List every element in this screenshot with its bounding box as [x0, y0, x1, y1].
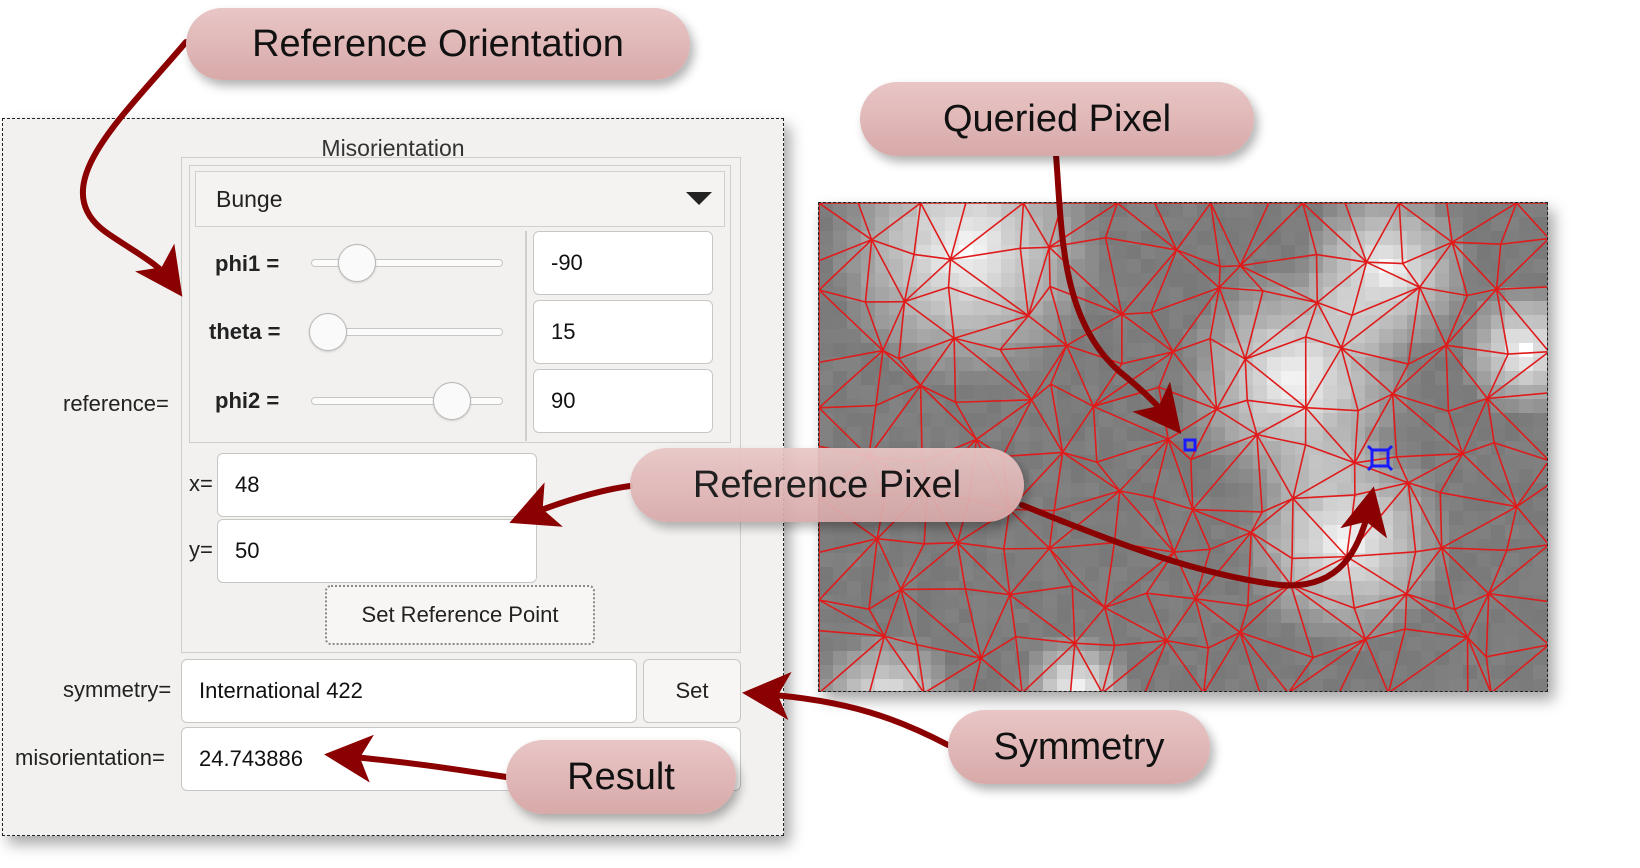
- callout-text: Reference Orientation: [252, 22, 624, 65]
- phi1-label: phi1 =: [215, 251, 280, 276]
- euler-angles-group: [189, 165, 731, 443]
- set-button-label: Set: [675, 678, 709, 703]
- misorientation-label: misorientation=: [15, 745, 165, 770]
- callout-text: Reference Pixel: [692, 463, 962, 506]
- theta-label: theta =: [209, 319, 281, 344]
- x-value: 48: [235, 472, 260, 497]
- callout-reference-orientation: Reference Orientation: [186, 8, 690, 80]
- reference-orientation-arrow: [79, 39, 189, 297]
- symmetry-input[interactable]: International 422: [181, 659, 637, 723]
- y-label: y=: [189, 537, 213, 562]
- phi2-slider-track[interactable]: [311, 397, 503, 405]
- phi2-label: phi2 =: [215, 388, 280, 413]
- reference-pixel-marker: [1366, 444, 1394, 472]
- callout-text: Symmetry: [993, 725, 1165, 768]
- orientation-map[interactable]: [818, 202, 1548, 692]
- queried-pixel-arrow: [1053, 152, 1182, 435]
- callout-result: Result: [506, 740, 736, 814]
- callout-reference-pixel: Reference Pixel: [630, 448, 1024, 522]
- symmetry-label: symmetry=: [63, 677, 172, 702]
- phi1-value: -90: [551, 250, 583, 275]
- divider: [525, 231, 527, 441]
- symmetry-arrow: [742, 672, 951, 748]
- phi1-input[interactable]: -90: [533, 231, 713, 295]
- reference-pixel-map-arrow: [1019, 486, 1388, 589]
- reference-pixel-arrow: [509, 482, 633, 527]
- symmetry-value: International 422: [199, 678, 363, 703]
- reference-group: [181, 157, 741, 653]
- y-input[interactable]: 50: [217, 519, 537, 583]
- phi1-slider-track[interactable]: [311, 259, 503, 267]
- callout-text: Queried Pixel: [942, 97, 1172, 140]
- convention-value: Bunge: [216, 185, 283, 212]
- panel-title: Misorientation: [321, 135, 465, 161]
- queried-pixel-marker: [1183, 438, 1197, 452]
- result-arrow: [324, 734, 509, 783]
- x-label: x=: [189, 471, 213, 496]
- theta-input[interactable]: 15: [533, 300, 713, 364]
- callout-symmetry: Symmetry: [948, 710, 1210, 784]
- set-symmetry-button[interactable]: Set: [643, 659, 741, 723]
- set-reference-point-button[interactable]: Set Reference Point: [325, 585, 595, 645]
- phi2-slider-handle[interactable]: [433, 382, 471, 420]
- y-value: 50: [235, 538, 260, 563]
- callout-queried-pixel: Queried Pixel: [860, 82, 1254, 156]
- phi2-input[interactable]: 90: [533, 369, 713, 433]
- misorientation-value: 24.743886: [199, 746, 303, 771]
- x-input[interactable]: 48: [217, 453, 537, 517]
- reference-label: reference=: [63, 391, 169, 416]
- callout-text: Result: [567, 755, 675, 798]
- phi2-value: 90: [551, 388, 576, 413]
- theta-slider-handle[interactable]: [309, 313, 347, 351]
- set-reference-point-label: Set Reference Point: [361, 602, 559, 627]
- chevron-down-icon: [686, 192, 712, 205]
- theta-value: 15: [551, 319, 576, 344]
- convention-dropdown[interactable]: Bunge: [195, 171, 725, 227]
- phi1-slider-handle[interactable]: [338, 244, 376, 282]
